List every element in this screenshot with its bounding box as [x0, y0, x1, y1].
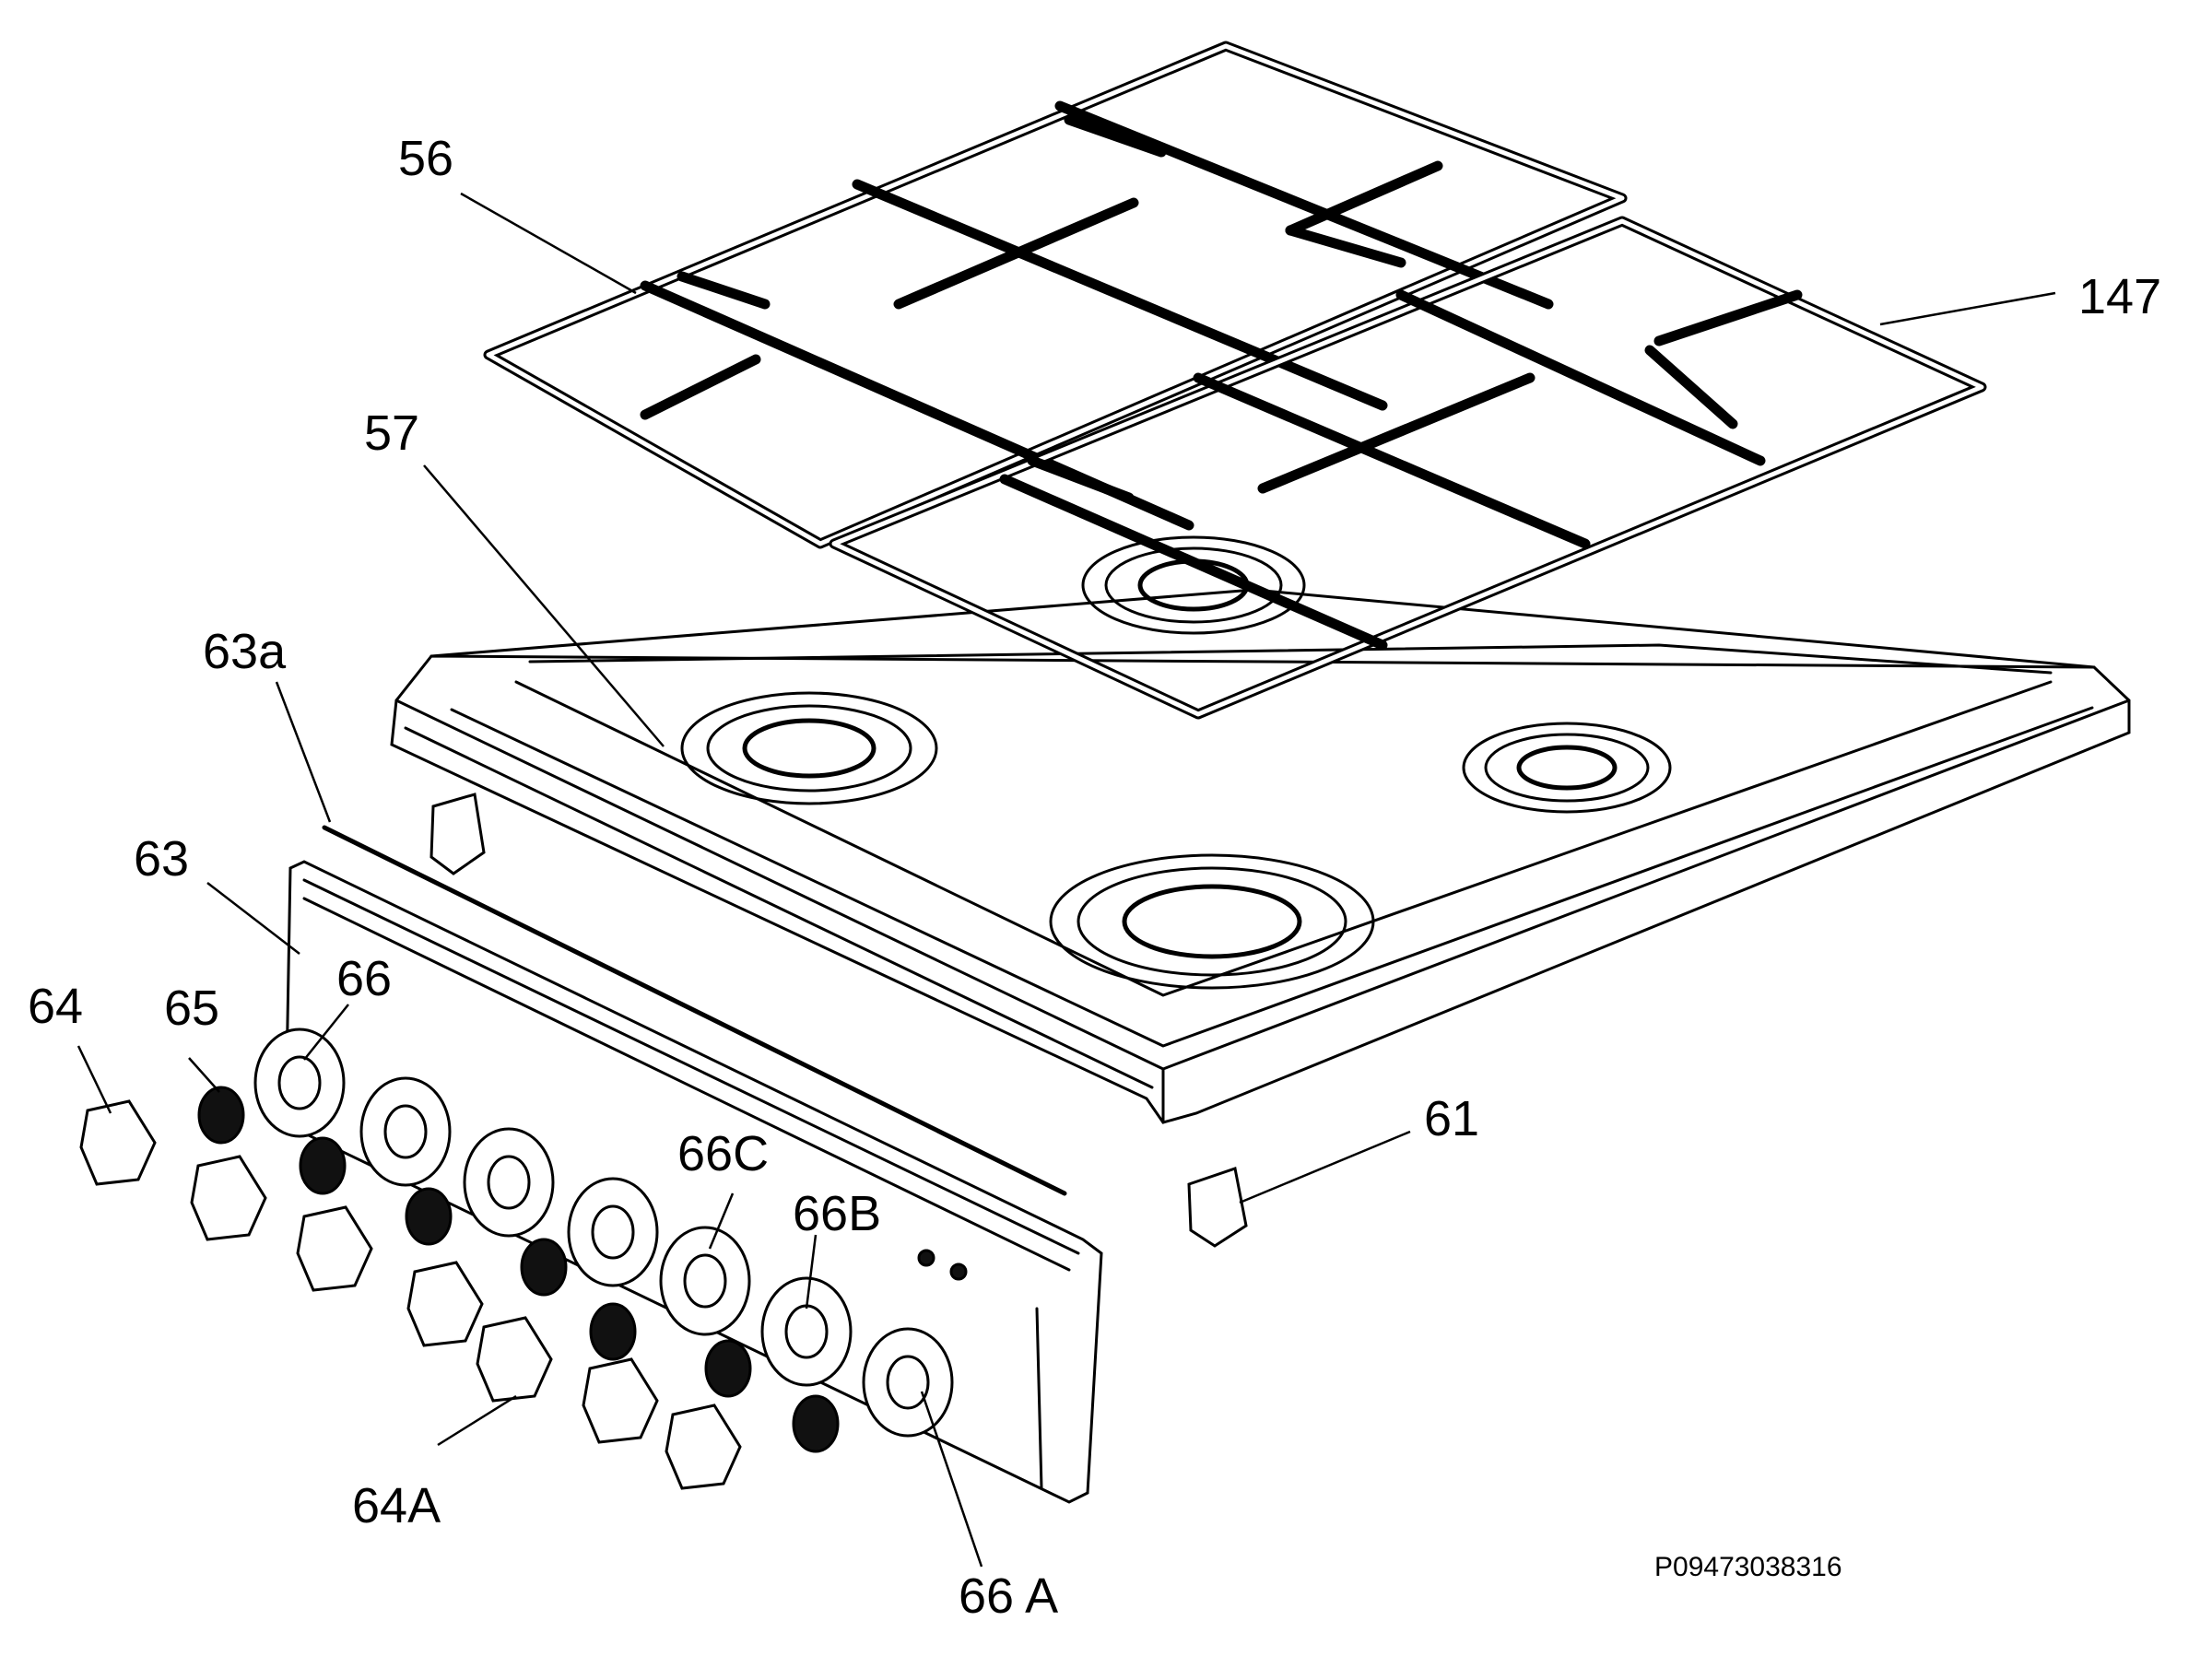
label-63a: 63a	[203, 624, 287, 679]
clip-61-top	[429, 793, 486, 875]
label-56: 56	[398, 131, 453, 186]
label-66: 66	[336, 951, 392, 1006]
label-61: 61	[1424, 1091, 1479, 1146]
label-57: 57	[364, 405, 419, 461]
label-66a: 66 A	[959, 1568, 1058, 1624]
burner-front-center	[1049, 853, 1375, 990]
label-66c: 66C	[677, 1126, 769, 1181]
burner-rear-center	[1081, 535, 1306, 635]
burner-front-left	[680, 691, 938, 805]
control-knobs	[79, 1099, 742, 1490]
trim-strip-63a	[322, 825, 1067, 1196]
pan-support-right	[829, 216, 1987, 720]
burner-right	[1462, 722, 1672, 814]
pan-support-left	[483, 41, 1628, 549]
leader-lines	[76, 192, 2056, 1568]
label-63: 63	[134, 831, 189, 887]
label-64: 64	[28, 979, 83, 1034]
label-147: 147	[2078, 269, 2161, 324]
label-66b: 66B	[793, 1186, 881, 1241]
label-64a: 64A	[352, 1478, 441, 1533]
clip-61	[1187, 1167, 1248, 1248]
knob-bezels	[253, 1028, 954, 1438]
spring-rings	[197, 1086, 840, 1453]
label-65: 65	[164, 981, 219, 1036]
reference-code: P09473038316	[1654, 1552, 1842, 1582]
